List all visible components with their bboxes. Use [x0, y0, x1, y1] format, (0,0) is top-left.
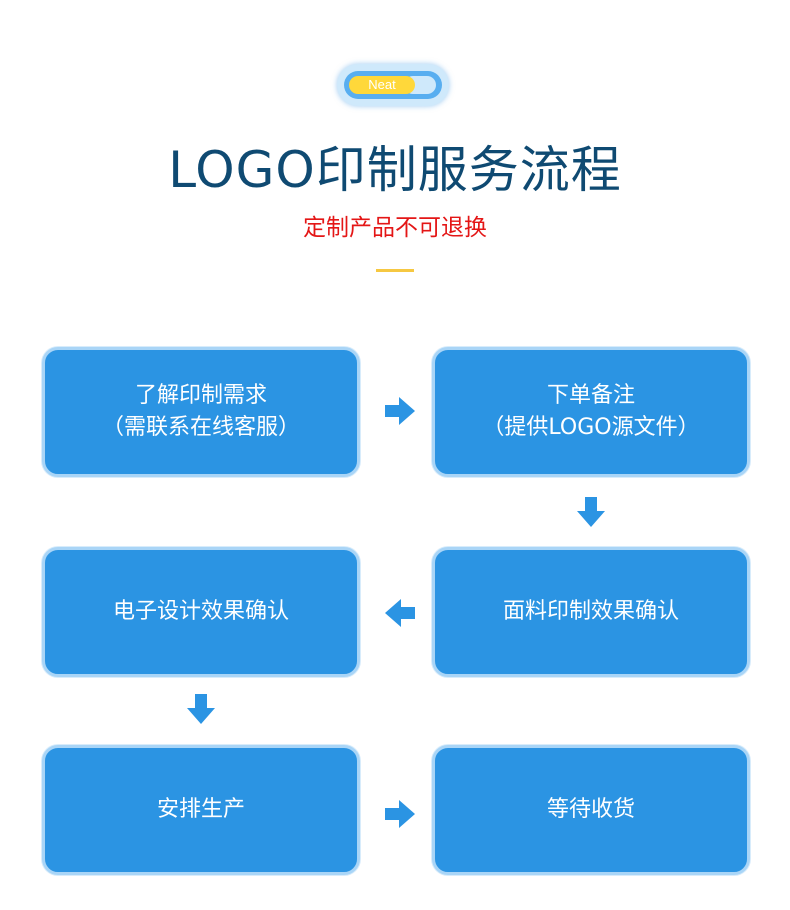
step-box-2: 下单备注 （提供LOGO源文件） — [432, 347, 750, 477]
arrow-right-icon — [383, 394, 417, 428]
step-text-3: 电子设计效果确认 — [113, 596, 289, 628]
step-box-5: 安排生产 — [42, 745, 360, 875]
step-2-line1: 下单备注 — [546, 383, 635, 408]
step-2-line2: （提供LOGO源文件） — [482, 415, 700, 440]
step-text-6: 等待收货 — [547, 794, 635, 826]
arrow-down-icon — [184, 692, 218, 726]
step-box-3: 电子设计效果确认 — [42, 547, 360, 677]
step-text-4: 面料印制效果确认 — [503, 596, 679, 628]
step-box-4: 面料印制效果确认 — [432, 547, 750, 677]
step-1-line1: 了解印制需求 — [134, 383, 267, 408]
title-underline — [376, 269, 414, 272]
step-text-1: 了解印制需求 （需联系在线客服） — [102, 380, 300, 444]
arrow-right-icon — [383, 797, 417, 831]
brand-badge-label: Neat — [349, 76, 415, 94]
step-text-5: 安排生产 — [157, 794, 245, 826]
step-3-line1: 电子设计效果确认 — [112, 599, 289, 624]
page-title: LOGO印制服务流程 — [168, 141, 622, 199]
step-box-6: 等待收货 — [432, 745, 750, 875]
step-4-line1: 面料印制效果确认 — [502, 599, 679, 624]
step-6-line1: 等待收货 — [546, 797, 635, 822]
step-text-2: 下单备注 （提供LOGO源文件） — [482, 380, 699, 444]
arrow-down-icon — [574, 495, 608, 529]
page-subtitle: 定制产品不可退换 — [303, 215, 487, 241]
brand-badge: Neat — [337, 64, 449, 106]
step-box-1: 了解印制需求 （需联系在线客服） — [42, 347, 360, 477]
step-5-line1: 安排生产 — [156, 797, 245, 822]
brand-badge-inner: Neat — [344, 71, 442, 99]
step-1-line2: （需联系在线客服） — [101, 415, 300, 440]
arrow-left-icon — [383, 596, 417, 630]
